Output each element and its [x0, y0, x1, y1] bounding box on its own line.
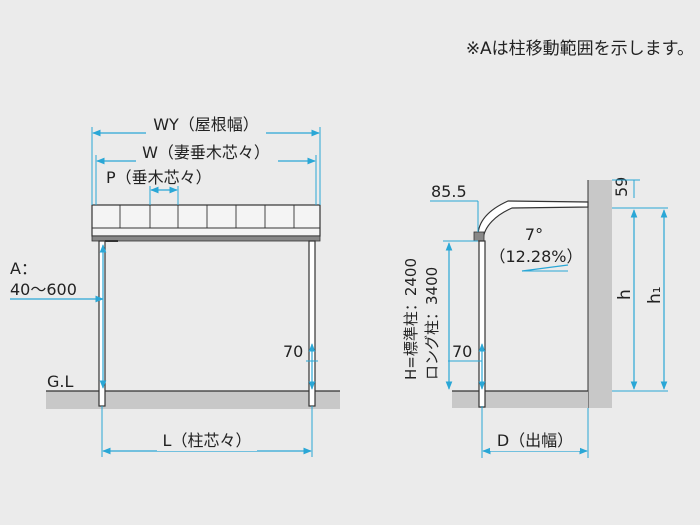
front-rafters [119, 205, 295, 228]
dim-59-label: 59 [612, 177, 631, 197]
front-70-label: 70 [283, 342, 303, 361]
angle-deg-label: 7° [525, 225, 543, 244]
gl-label: G.L [47, 372, 73, 391]
side-ground [452, 391, 588, 408]
d-label: D（出幅） [497, 431, 573, 450]
front-beam [91, 235, 321, 242]
side-view: 85.5 7° （12.28%） 59 h h₁ H=標準柱：2400 ロング柱… [402, 177, 668, 458]
side-gutter [473, 231, 485, 242]
p-label: P（垂木芯々） [106, 168, 212, 187]
front-view: WY（屋根幅） W（妻垂木芯々） P（垂木芯々） A： 40〜600 G.L 7… [10, 114, 340, 457]
l-label: L（柱芯々） [163, 431, 252, 450]
wy-label: WY（屋根幅） [153, 115, 259, 134]
a-label-line2: 40〜600 [10, 280, 77, 299]
front-left-column [98, 240, 106, 407]
angle-pct-label: （12.28%） [489, 247, 582, 266]
h1-label: h₁ [645, 286, 665, 304]
w-label: W（妻垂木芯々） [142, 143, 270, 162]
a-label-line1: A： [10, 259, 37, 278]
note-text: ※Aは柱移動範囲を示します。 [466, 39, 694, 59]
h-label: h [615, 289, 635, 300]
side-roof [477, 200, 589, 242]
height-label-line2: ロング柱：3400 [423, 267, 441, 380]
dim-85-5-label: 85.5 [431, 182, 467, 201]
angle-indicator [521, 264, 569, 272]
side-wall [588, 180, 612, 408]
height-label-line1: H=標準柱：2400 [402, 258, 420, 380]
front-ground [46, 391, 340, 409]
side-70-label: 70 [452, 342, 472, 361]
front-roof [91, 204, 321, 237]
